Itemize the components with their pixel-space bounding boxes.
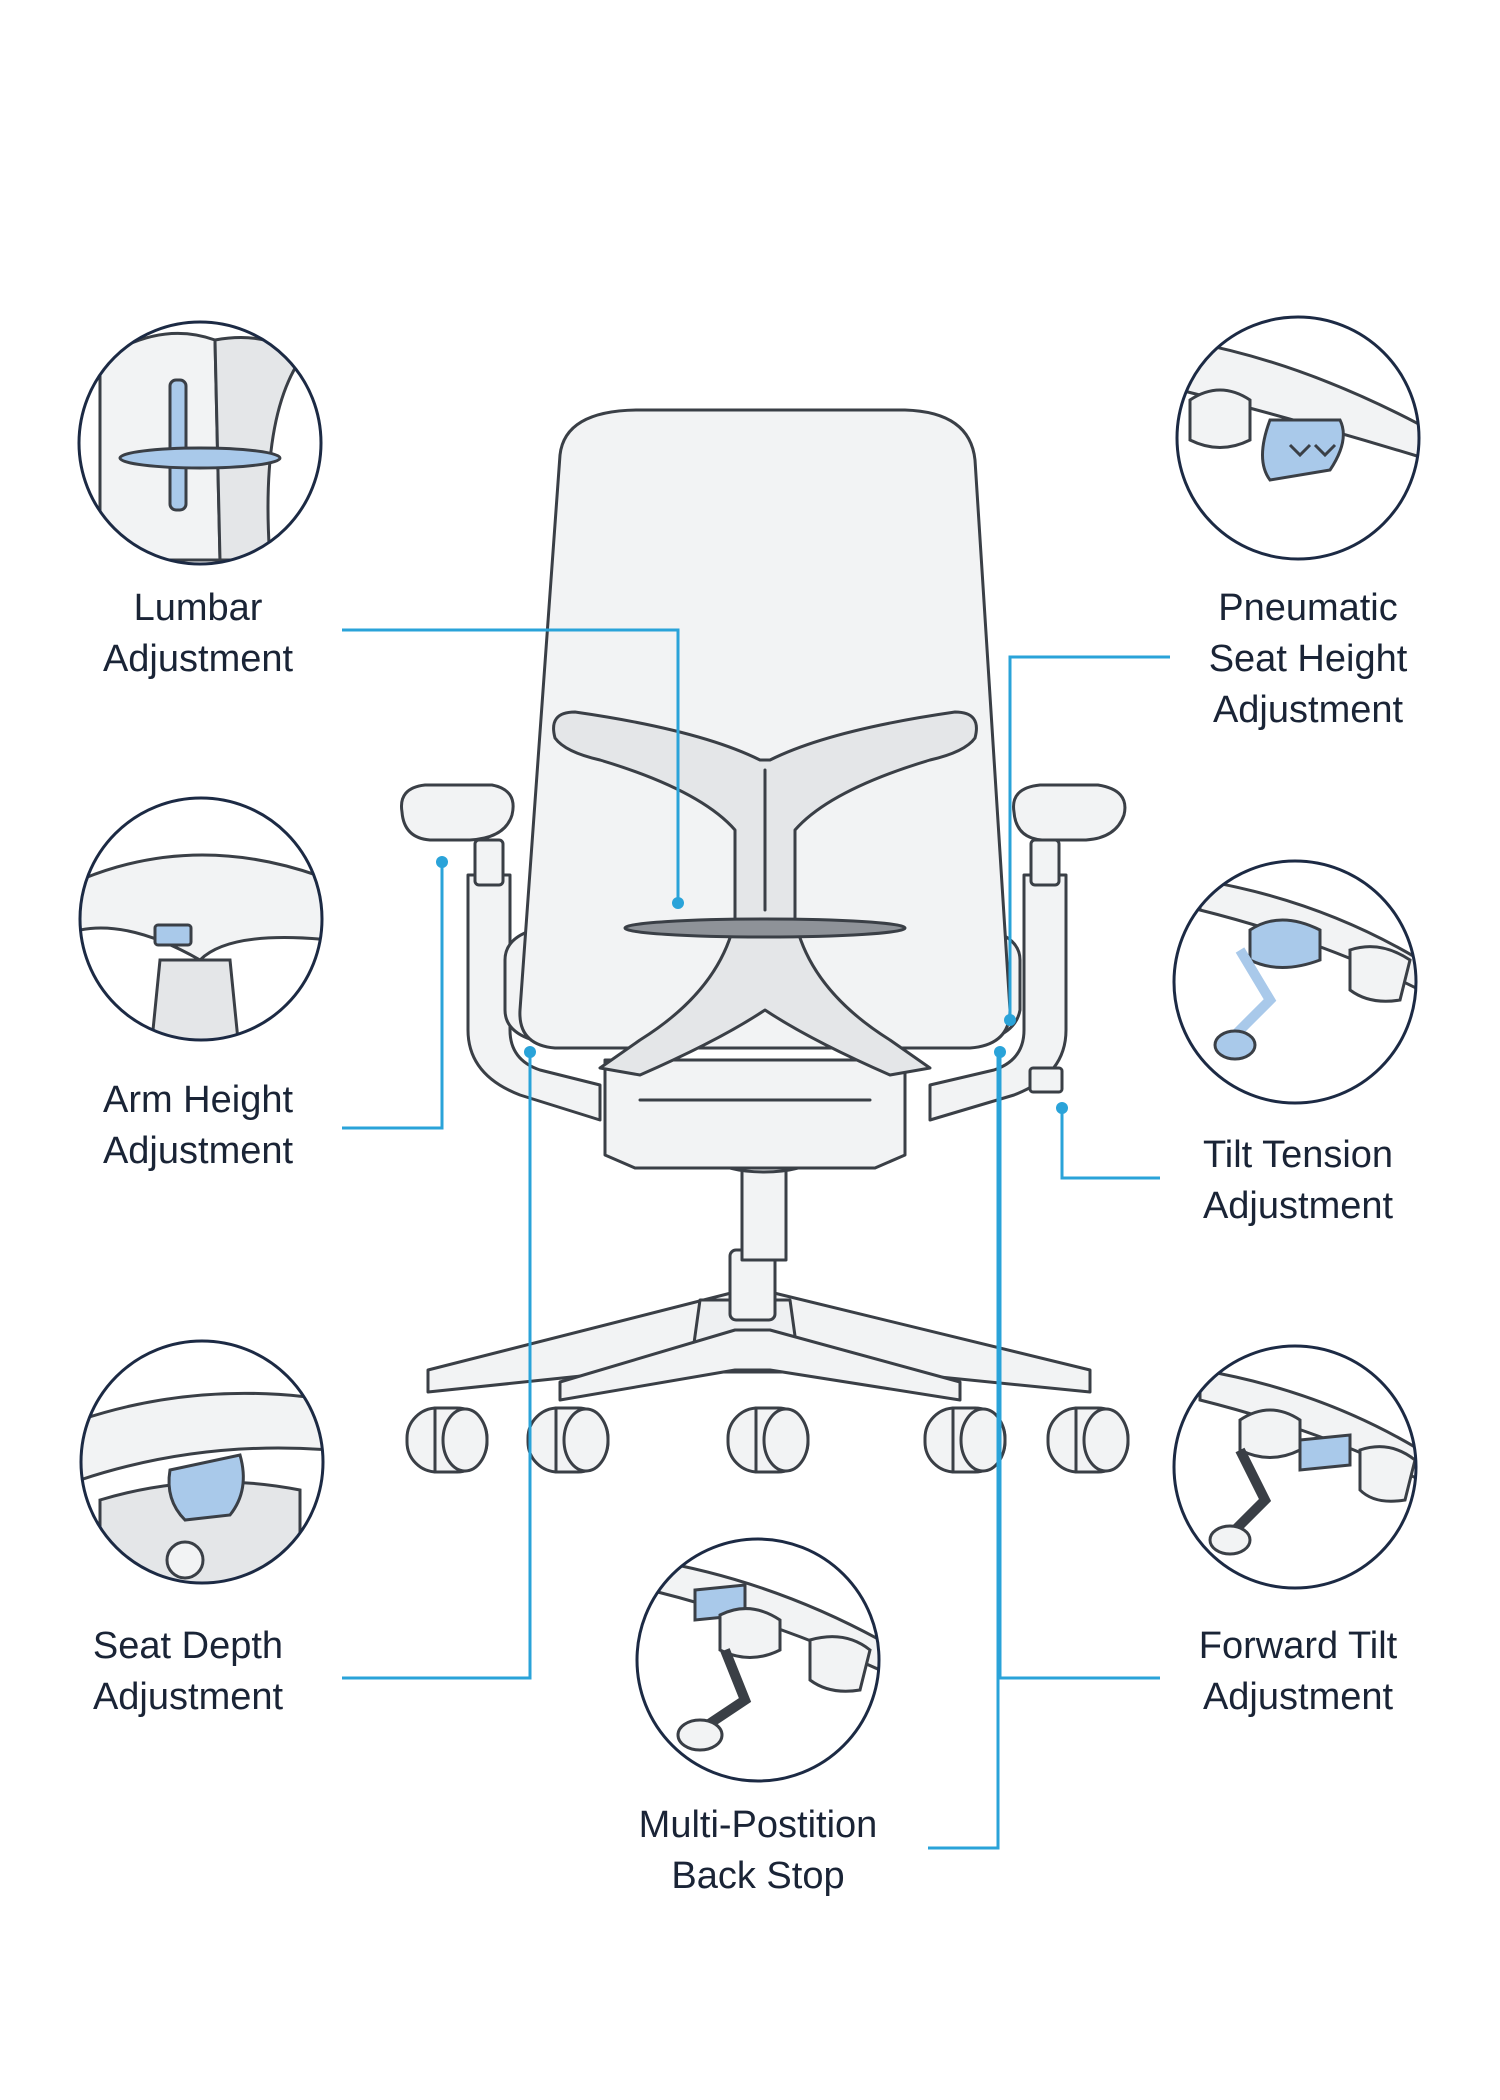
arm-height-leader xyxy=(342,862,444,1130)
back-stop-lever-icon xyxy=(635,1537,881,1783)
seat-depth-label: Seat Depth Adjustment xyxy=(92,1625,284,1718)
tilt-mechanism xyxy=(603,1058,907,1170)
forward-tilt-label: Forward Tilt Adjustment xyxy=(1198,1625,1398,1718)
seat-depth-leader-dot xyxy=(524,1046,536,1058)
forward-tilt-leader-dot xyxy=(994,1046,1006,1058)
chair-base xyxy=(426,1248,1092,1402)
seat-depth-lever-icon xyxy=(79,1339,325,1585)
tilt-tension-leader-dot xyxy=(1056,1102,1068,1114)
tilt-tension-label: Tilt Tension Adjustment xyxy=(1202,1134,1394,1227)
leader-lines xyxy=(342,628,1170,1850)
forward-tilt-lever-icon xyxy=(1172,1344,1418,1590)
left-armrest xyxy=(399,783,602,1122)
office-chair xyxy=(399,408,1130,1474)
lumbar-leader xyxy=(342,628,680,903)
tilt-tension-knob-icon xyxy=(1172,859,1418,1105)
seat-height-lever-icon xyxy=(1175,315,1421,561)
forward-tilt-leader xyxy=(998,1052,1160,1680)
back-stop-label: Multi-Postition Back Stop xyxy=(638,1804,878,1897)
arm-height-leader-dot xyxy=(436,856,448,868)
arm-height-button-icon xyxy=(78,796,324,1042)
lumbar-detail-icon xyxy=(77,320,323,566)
lumbar-leader-dot xyxy=(672,897,684,909)
pneumatic-label: Pneumatic Seat Height Adjustment xyxy=(1208,587,1408,731)
gas-cylinder xyxy=(740,1158,788,1262)
chair-casters xyxy=(405,1406,1130,1474)
tilt-tension-leader xyxy=(1060,1108,1160,1180)
pneumatic-leader-dot xyxy=(1004,1014,1016,1026)
back-frame xyxy=(552,710,978,1077)
arm-height-label: Arm Height Adjustment xyxy=(102,1079,294,1172)
right-armrest xyxy=(928,783,1127,1122)
back-stop-leader xyxy=(928,1052,1000,1850)
lumbar-bar xyxy=(623,917,907,939)
chair-backrest xyxy=(518,408,1012,1050)
lumbar-label: Lumbar Adjustment xyxy=(102,587,294,680)
pneumatic-leader xyxy=(1008,655,1170,1020)
seat-depth-leader xyxy=(342,1052,532,1680)
